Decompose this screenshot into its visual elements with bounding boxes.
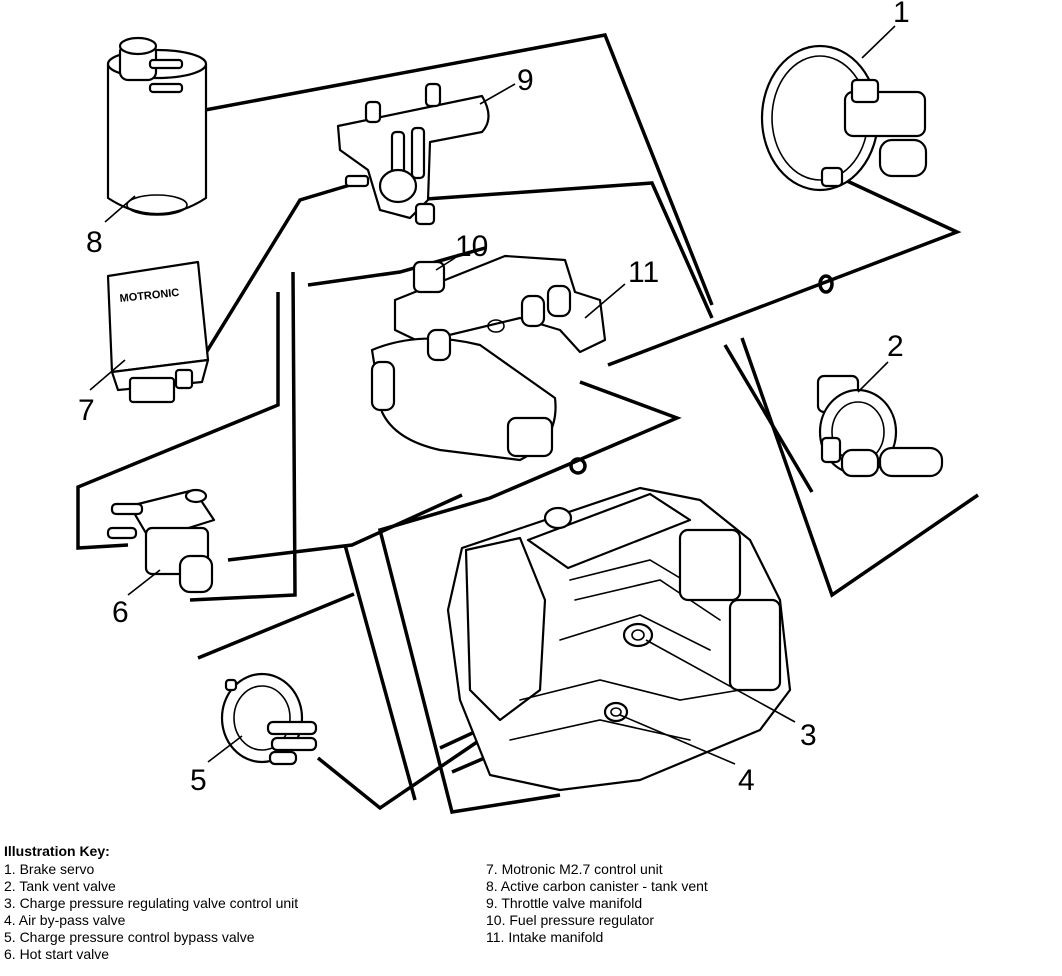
intake-manifold-illustration	[370, 254, 607, 462]
key-item-7: 7. Motronic M2.7 control unit	[486, 861, 663, 877]
callout-leader-lines	[89, 25, 896, 765]
key-item-4: 4. Air by-pass valve	[4, 912, 126, 928]
illustration-key: Illustration Key: 1. Brake servo 2. Tank…	[4, 843, 1054, 973]
callout-6: 6	[112, 596, 129, 629]
callout-2: 2	[887, 330, 904, 363]
callout-3: 3	[800, 719, 817, 752]
key-item-10: 10. Fuel pressure regulator	[486, 912, 655, 928]
callout-5: 5	[190, 764, 207, 797]
key-item-5: 5. Charge pressure control bypass valve	[4, 929, 255, 945]
key-item-6: 6. Hot start valve	[4, 946, 110, 962]
callout-7: 7	[78, 394, 95, 427]
callout-9: 9	[517, 64, 534, 97]
key-item-1: 1. Brake servo	[4, 861, 95, 877]
throttle-valve-manifold-illustration	[336, 82, 490, 226]
key-left-column: 1. Brake servo 2. Tank vent valve 3. Cha…	[4, 861, 298, 963]
motronic-control-unit-illustration: MOTRONIC	[106, 260, 210, 404]
vacuum-hoses	[76, 33, 979, 814]
brake-servo-illustration	[760, 44, 928, 192]
bypass-valve-illustration	[220, 672, 318, 766]
callout-4: 4	[738, 764, 755, 797]
vacuum-hose-diagram: MOTRONIC	[76, 0, 979, 814]
callout-8: 8	[86, 226, 103, 259]
key-item-11: 11. Intake manifold	[486, 929, 604, 945]
engine-illustration	[446, 486, 792, 792]
callout-10: 10	[455, 230, 488, 263]
key-item-9: 9. Throttle valve manifold	[486, 895, 643, 911]
key-item-8: 8. Active carbon canister - tank vent	[486, 878, 708, 894]
callout-numbers: 1 2 3 4 5 6 7 8 9 10 11	[78, 0, 910, 797]
hot-start-valve-illustration	[106, 488, 216, 594]
callout-11: 11	[628, 256, 659, 289]
key-right-column: 7. Motronic M2.7 control unit 8. Active …	[486, 861, 708, 946]
key-item-3: 3. Charge pressure regulating valve cont…	[4, 895, 299, 911]
key-item-2: 2. Tank vent valve	[4, 878, 116, 894]
key-title: Illustration Key:	[4, 843, 110, 859]
callout-1: 1	[893, 0, 910, 29]
carbon-canister-illustration	[106, 36, 208, 216]
tank-vent-valve-illustration	[816, 374, 944, 478]
